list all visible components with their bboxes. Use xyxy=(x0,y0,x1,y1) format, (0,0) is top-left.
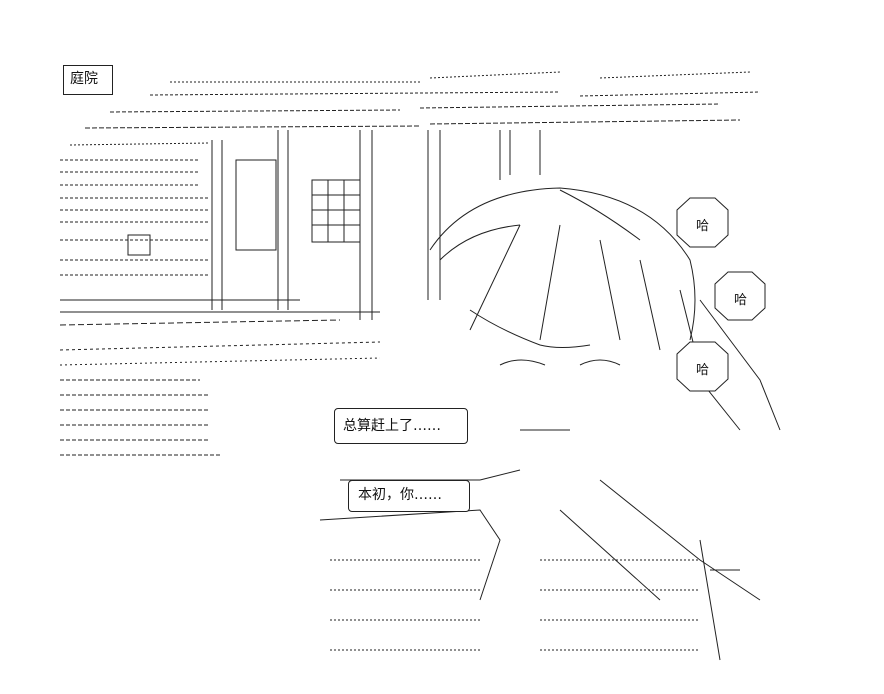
speech-line-2: 本初，你…… xyxy=(358,487,442,503)
scene-label-box xyxy=(63,65,113,95)
speech-bubble-1 xyxy=(334,408,468,444)
sfx-ha-2: 哈 xyxy=(734,293,748,308)
speech-bubble-2 xyxy=(348,480,470,512)
scene-label: 庭院 xyxy=(70,71,98,87)
sfx-ha-3: 哈 xyxy=(696,363,710,378)
speech-line-1: 总算赶上了…… xyxy=(343,418,441,434)
sfx-ha-1: 哈 xyxy=(696,219,710,234)
